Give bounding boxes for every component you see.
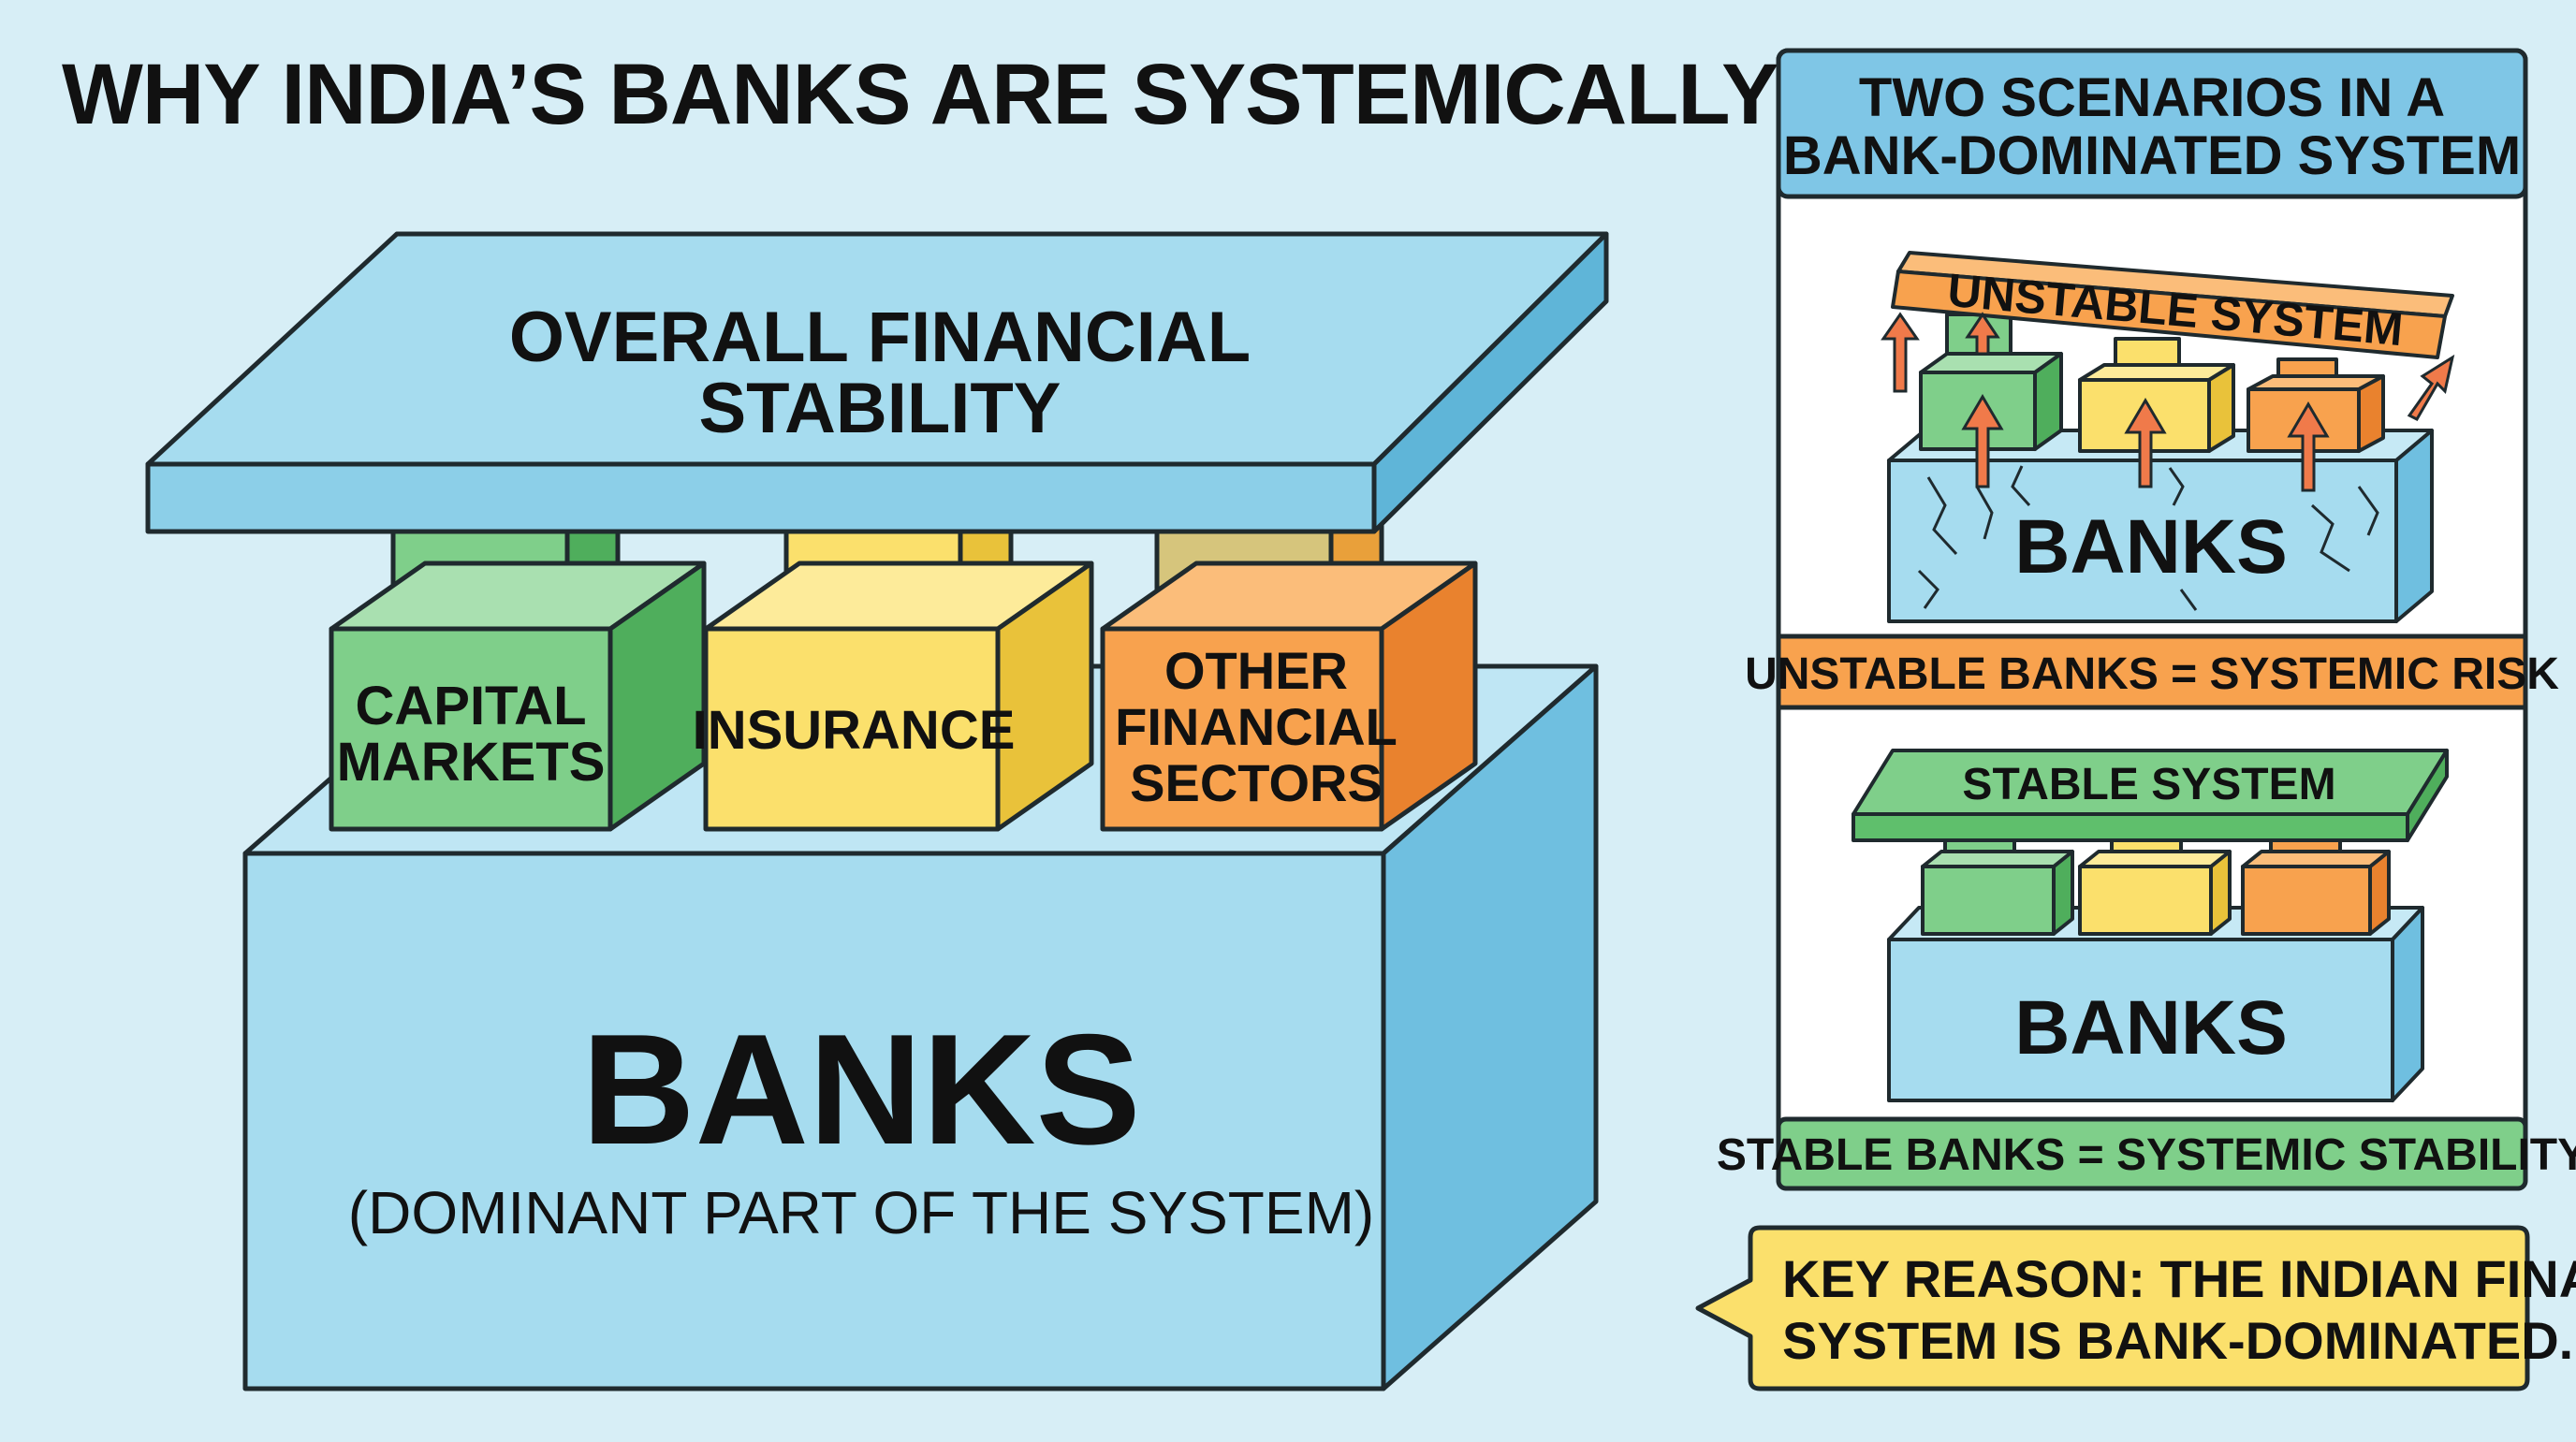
unstable-banks-label: BANKS	[2014, 504, 2288, 590]
pillar-other-label-1: OTHER	[1164, 641, 1348, 700]
roof-label-1: OVERALL FINANCIAL	[509, 298, 1251, 377]
crack-lines	[1917, 465, 2379, 611]
pillar-capital-label-1: CAPITAL	[355, 676, 586, 736]
stable-scenario: BANKS	[1852, 749, 2449, 1102]
arrow-up-icon	[2124, 398, 2167, 488]
stable-yellow-block	[2078, 838, 2232, 936]
arrow-up-icon	[2287, 401, 2330, 492]
stable-caption-bar: STABLE BANKS = SYSTEMIC STABILITY	[1717, 1116, 2576, 1191]
pillar-other-label-2: FINANCIAL	[1115, 697, 1398, 756]
pillar-other-label-3: SECTORS	[1130, 753, 1383, 812]
key-reason-line1: KEY REASON: THE INDIAN FINANCIAL	[1782, 1249, 2576, 1308]
arrow-up-right-icon	[2407, 354, 2455, 421]
banks-base-label: BANKS	[581, 1001, 1140, 1177]
arrow-up-icon	[1881, 312, 1920, 393]
stable-caption: STABLE BANKS = SYSTEMIC STABILITY	[1717, 1130, 2576, 1180]
stable-roof-label: STABLE SYSTEM	[1962, 760, 2335, 809]
key-reason-callout: KEY REASON: THE INDIAN FINANCIAL SYSTEM …	[1695, 1225, 2576, 1391]
upward-arrows	[1881, 312, 2455, 492]
banks-base-sublabel: (DOMINANT PART OF THE SYSTEM)	[348, 1179, 1374, 1246]
unstable-caption: UNSTABLE BANKS = SYSTEMIC RISK	[1745, 649, 2559, 699]
stable-orange-block	[2241, 838, 2391, 936]
arrow-up-icon	[1965, 312, 2000, 356]
pillar-insurance: INSURANCE	[693, 482, 1094, 832]
pillar-insurance-label: INSURANCE	[693, 700, 1016, 761]
stable-banks-block: BANKS	[1887, 906, 2424, 1102]
key-reason-line2: SYSTEM IS BANK-DOMINATED.	[1782, 1311, 2573, 1370]
pillar-capital-label-2: MARKETS	[337, 732, 606, 793]
unstable-scenario: BANKS	[1881, 251, 2455, 623]
unstable-caption-bar: UNSTABLE BANKS = SYSTEMIC RISK	[1745, 634, 2559, 710]
main-diagram: BANKS (DOMINANT PART OF THE SYSTEM) CAPI…	[145, 231, 1609, 1391]
roof-label-2: STABILITY	[698, 369, 1061, 448]
pillar-other-sectors: OTHER FINANCIAL SECTORS	[1100, 482, 1478, 832]
unstable-banks-block: BANKS	[1887, 429, 2434, 623]
pillar-capital-markets: CAPITAL MARKETS	[329, 482, 707, 832]
arrow-up-icon	[1961, 394, 2004, 488]
financial-stability-roof: OVERALL FINANCIAL STABILITY	[145, 231, 1609, 534]
stable-roof: STABLE SYSTEM	[1852, 749, 2449, 842]
stable-green-block	[1921, 838, 2074, 936]
scenarios-header: TWO SCENARIOS IN A BANK-DOMINATED SYSTEM	[1776, 48, 2528, 199]
stable-banks-label: BANKS	[2014, 985, 2288, 1071]
scenarios-panel: TWO SCENARIOS IN A BANK-DOMINATED SYSTEM	[1717, 48, 2576, 1191]
scenarios-header-line1: TWO SCENARIOS IN A	[1859, 67, 2445, 128]
scenarios-header-line2: BANK-DOMINATED SYSTEM	[1783, 125, 2521, 186]
unstable-orange-block	[2247, 357, 2385, 453]
